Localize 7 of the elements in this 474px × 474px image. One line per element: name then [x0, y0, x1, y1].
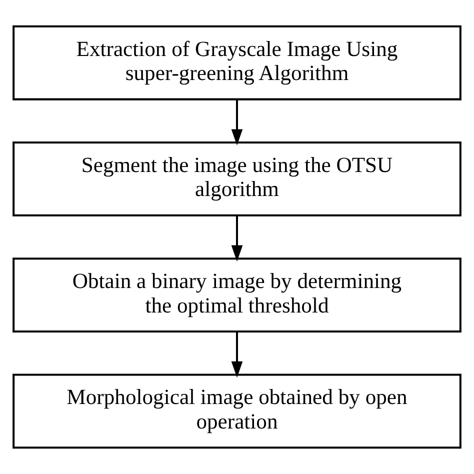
- node-box: Extraction of Grayscale Image Using super-greening Algorithm: [12, 25, 462, 100]
- arrow: [231, 332, 243, 378]
- node-box: Segment the image using the OTSU algorithm: [12, 141, 462, 216]
- arrow: [231, 99, 243, 146]
- node-box: Morphological image obtained by open operation: [12, 374, 462, 449]
- node-box: Obtain a binary image by determining the optimal threshold: [12, 258, 462, 333]
- arrow: [231, 216, 243, 262]
